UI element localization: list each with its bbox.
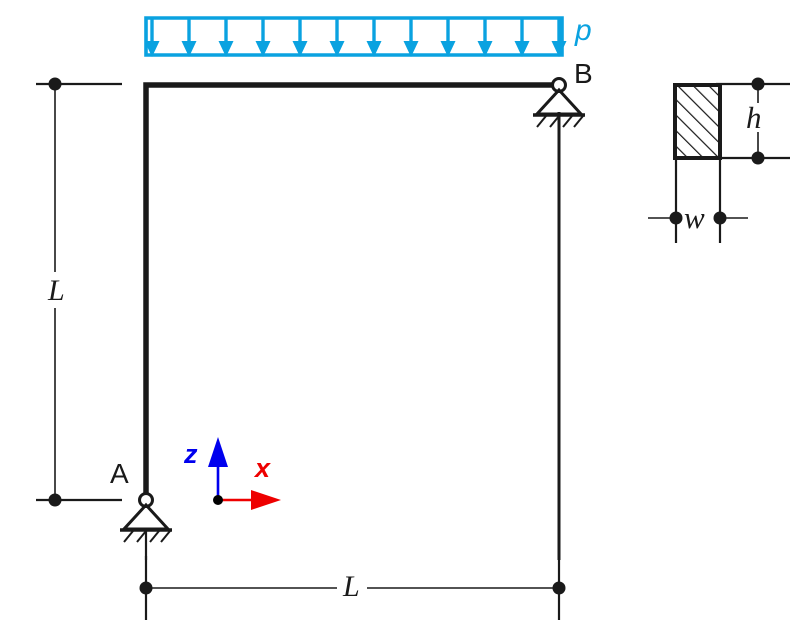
dimension-dot (713, 211, 727, 225)
support-b-triangle (533, 87, 585, 116)
section-label-w: w (684, 200, 705, 235)
dimension-dot (139, 581, 153, 595)
support-b-group (533, 77, 585, 128)
node-label-a: A (110, 458, 129, 489)
distributed-load-group (144, 16, 567, 57)
load-arrow (366, 18, 382, 57)
support-a-triangle (120, 502, 172, 531)
load-arrow (144, 18, 160, 57)
support-a-ground-hatch (123, 530, 171, 543)
dimension-dot (669, 211, 683, 225)
section-rect-outline (673, 83, 722, 160)
load-arrow-set (144, 18, 567, 57)
frame-members-group (143, 82, 559, 500)
axis-z-arrowhead (208, 437, 228, 467)
axis-x-arrowhead (251, 490, 281, 510)
coordinate-axes-group (208, 437, 281, 510)
dimension-dot (552, 581, 566, 595)
load-arrow (477, 18, 493, 57)
dimension-dot (48, 493, 62, 507)
load-arrow (329, 18, 345, 57)
support-a-group (120, 492, 172, 560)
dimension-label-vertical-L: L (48, 274, 65, 307)
load-arrow (403, 18, 419, 57)
section-label-h: h (746, 100, 762, 135)
dimension-label-horizontal-L: L (343, 570, 360, 603)
load-label-p: p (575, 14, 592, 47)
dimension-lines-group (36, 77, 566, 620)
section-rect-hatch (675, 85, 720, 158)
dimension-dot (751, 151, 765, 165)
load-arrow (551, 18, 567, 57)
load-arrow (514, 18, 530, 57)
axis-origin-dot (213, 495, 223, 505)
load-arrow (181, 18, 197, 57)
axis-label-z: z (184, 439, 198, 469)
dimension-dot (751, 77, 765, 91)
cross-section-group (648, 77, 790, 243)
load-arrow (440, 18, 456, 57)
node-label-b: B (574, 58, 593, 89)
support-b-ground-hatch (536, 115, 584, 128)
load-arrow (255, 18, 271, 57)
frame-member-path (143, 82, 559, 500)
load-arrow (292, 18, 308, 57)
dimension-dot (48, 77, 62, 91)
axis-label-x: x (255, 453, 271, 483)
load-arrow (218, 18, 234, 57)
load-box-outline (144, 16, 564, 57)
